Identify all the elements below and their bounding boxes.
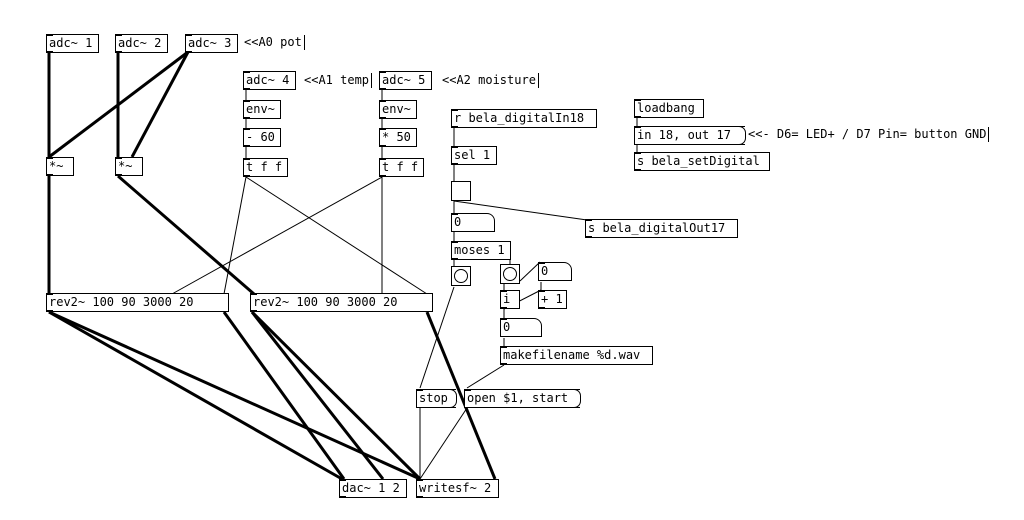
adc-2-object[interactable]: adc~ 2 (115, 34, 168, 53)
send-digital-out-object[interactable]: s bela_digitalOut17 (585, 219, 738, 238)
comment-a2-moisture: <<A2 moisture (442, 72, 539, 91)
times-50-object[interactable]: * 50 (379, 128, 417, 147)
text-cursor (303, 35, 305, 50)
open-start-message[interactable]: open $1, start (464, 389, 581, 408)
multiply-signal-object-1[interactable]: *~ (46, 157, 74, 176)
trigger-object-1[interactable]: t f f (243, 158, 288, 177)
text-cursor (371, 73, 373, 88)
number-box-1[interactable]: 0 (451, 213, 495, 232)
int-object[interactable]: i (500, 290, 520, 309)
adc-1-object[interactable]: adc~ 1 (46, 34, 99, 53)
send-set-digital-object[interactable]: s bela_setDigital (634, 152, 770, 171)
trigger-object-2[interactable]: t f f (379, 158, 424, 177)
bang-button-right[interactable] (500, 264, 520, 284)
text-cursor (537, 73, 539, 88)
toggle[interactable] (451, 181, 471, 201)
number-box-3[interactable]: 0 (500, 318, 542, 337)
moses-object[interactable]: moses 1 (451, 241, 511, 260)
plus-1-object[interactable]: + 1 (538, 290, 567, 309)
env-object-2[interactable]: env~ (379, 100, 417, 119)
dac-object[interactable]: dac~ 1 2 (339, 479, 407, 498)
comment-a1-temp: <<A1 temp (304, 72, 373, 91)
comment-a0-pot: <<A0 pot (244, 34, 305, 53)
adc-5-object[interactable]: adc~ 5 (379, 71, 432, 90)
loadbang-object[interactable]: loadbang (634, 99, 704, 118)
sel-1-object[interactable]: sel 1 (451, 146, 497, 165)
multiply-signal-object-2[interactable]: *~ (115, 157, 143, 176)
bang-button-left[interactable] (451, 266, 471, 286)
rev2-object-1[interactable]: rev2~ 100 90 3000 20 (46, 293, 229, 312)
stop-message[interactable]: stop (416, 389, 457, 408)
comment-d6-d7: <<- D6= LED+ / D7 Pin= button GND (748, 126, 990, 145)
comment-a2-text: <<A2 moisture (442, 73, 536, 87)
text-cursor (988, 127, 990, 142)
minus-60-object[interactable]: - 60 (243, 128, 281, 147)
adc-4-object[interactable]: adc~ 4 (243, 71, 296, 90)
comment-a1-text: <<A1 temp (304, 73, 370, 87)
number-box-2[interactable]: 0 (538, 262, 572, 281)
in-out-message[interactable]: in 18, out 17 (634, 126, 746, 145)
rev2-object-2[interactable]: rev2~ 100 90 3000 20 (250, 293, 433, 312)
comment-d6-d7-text: <<- D6= LED+ / D7 Pin= button GND (748, 127, 987, 141)
makefilename-object[interactable]: makefilename %d.wav (500, 346, 653, 365)
env-object-1[interactable]: env~ (243, 100, 281, 119)
bang-circle-icon (503, 267, 517, 281)
comment-a0-text: <<A0 pot (244, 35, 302, 49)
receive-digital-in-object[interactable]: r bela_digitalIn18 (451, 109, 597, 128)
adc-3-object[interactable]: adc~ 3 (185, 34, 238, 53)
writesf-object[interactable]: writesf~ 2 (416, 479, 499, 498)
bang-circle-icon (454, 269, 468, 283)
